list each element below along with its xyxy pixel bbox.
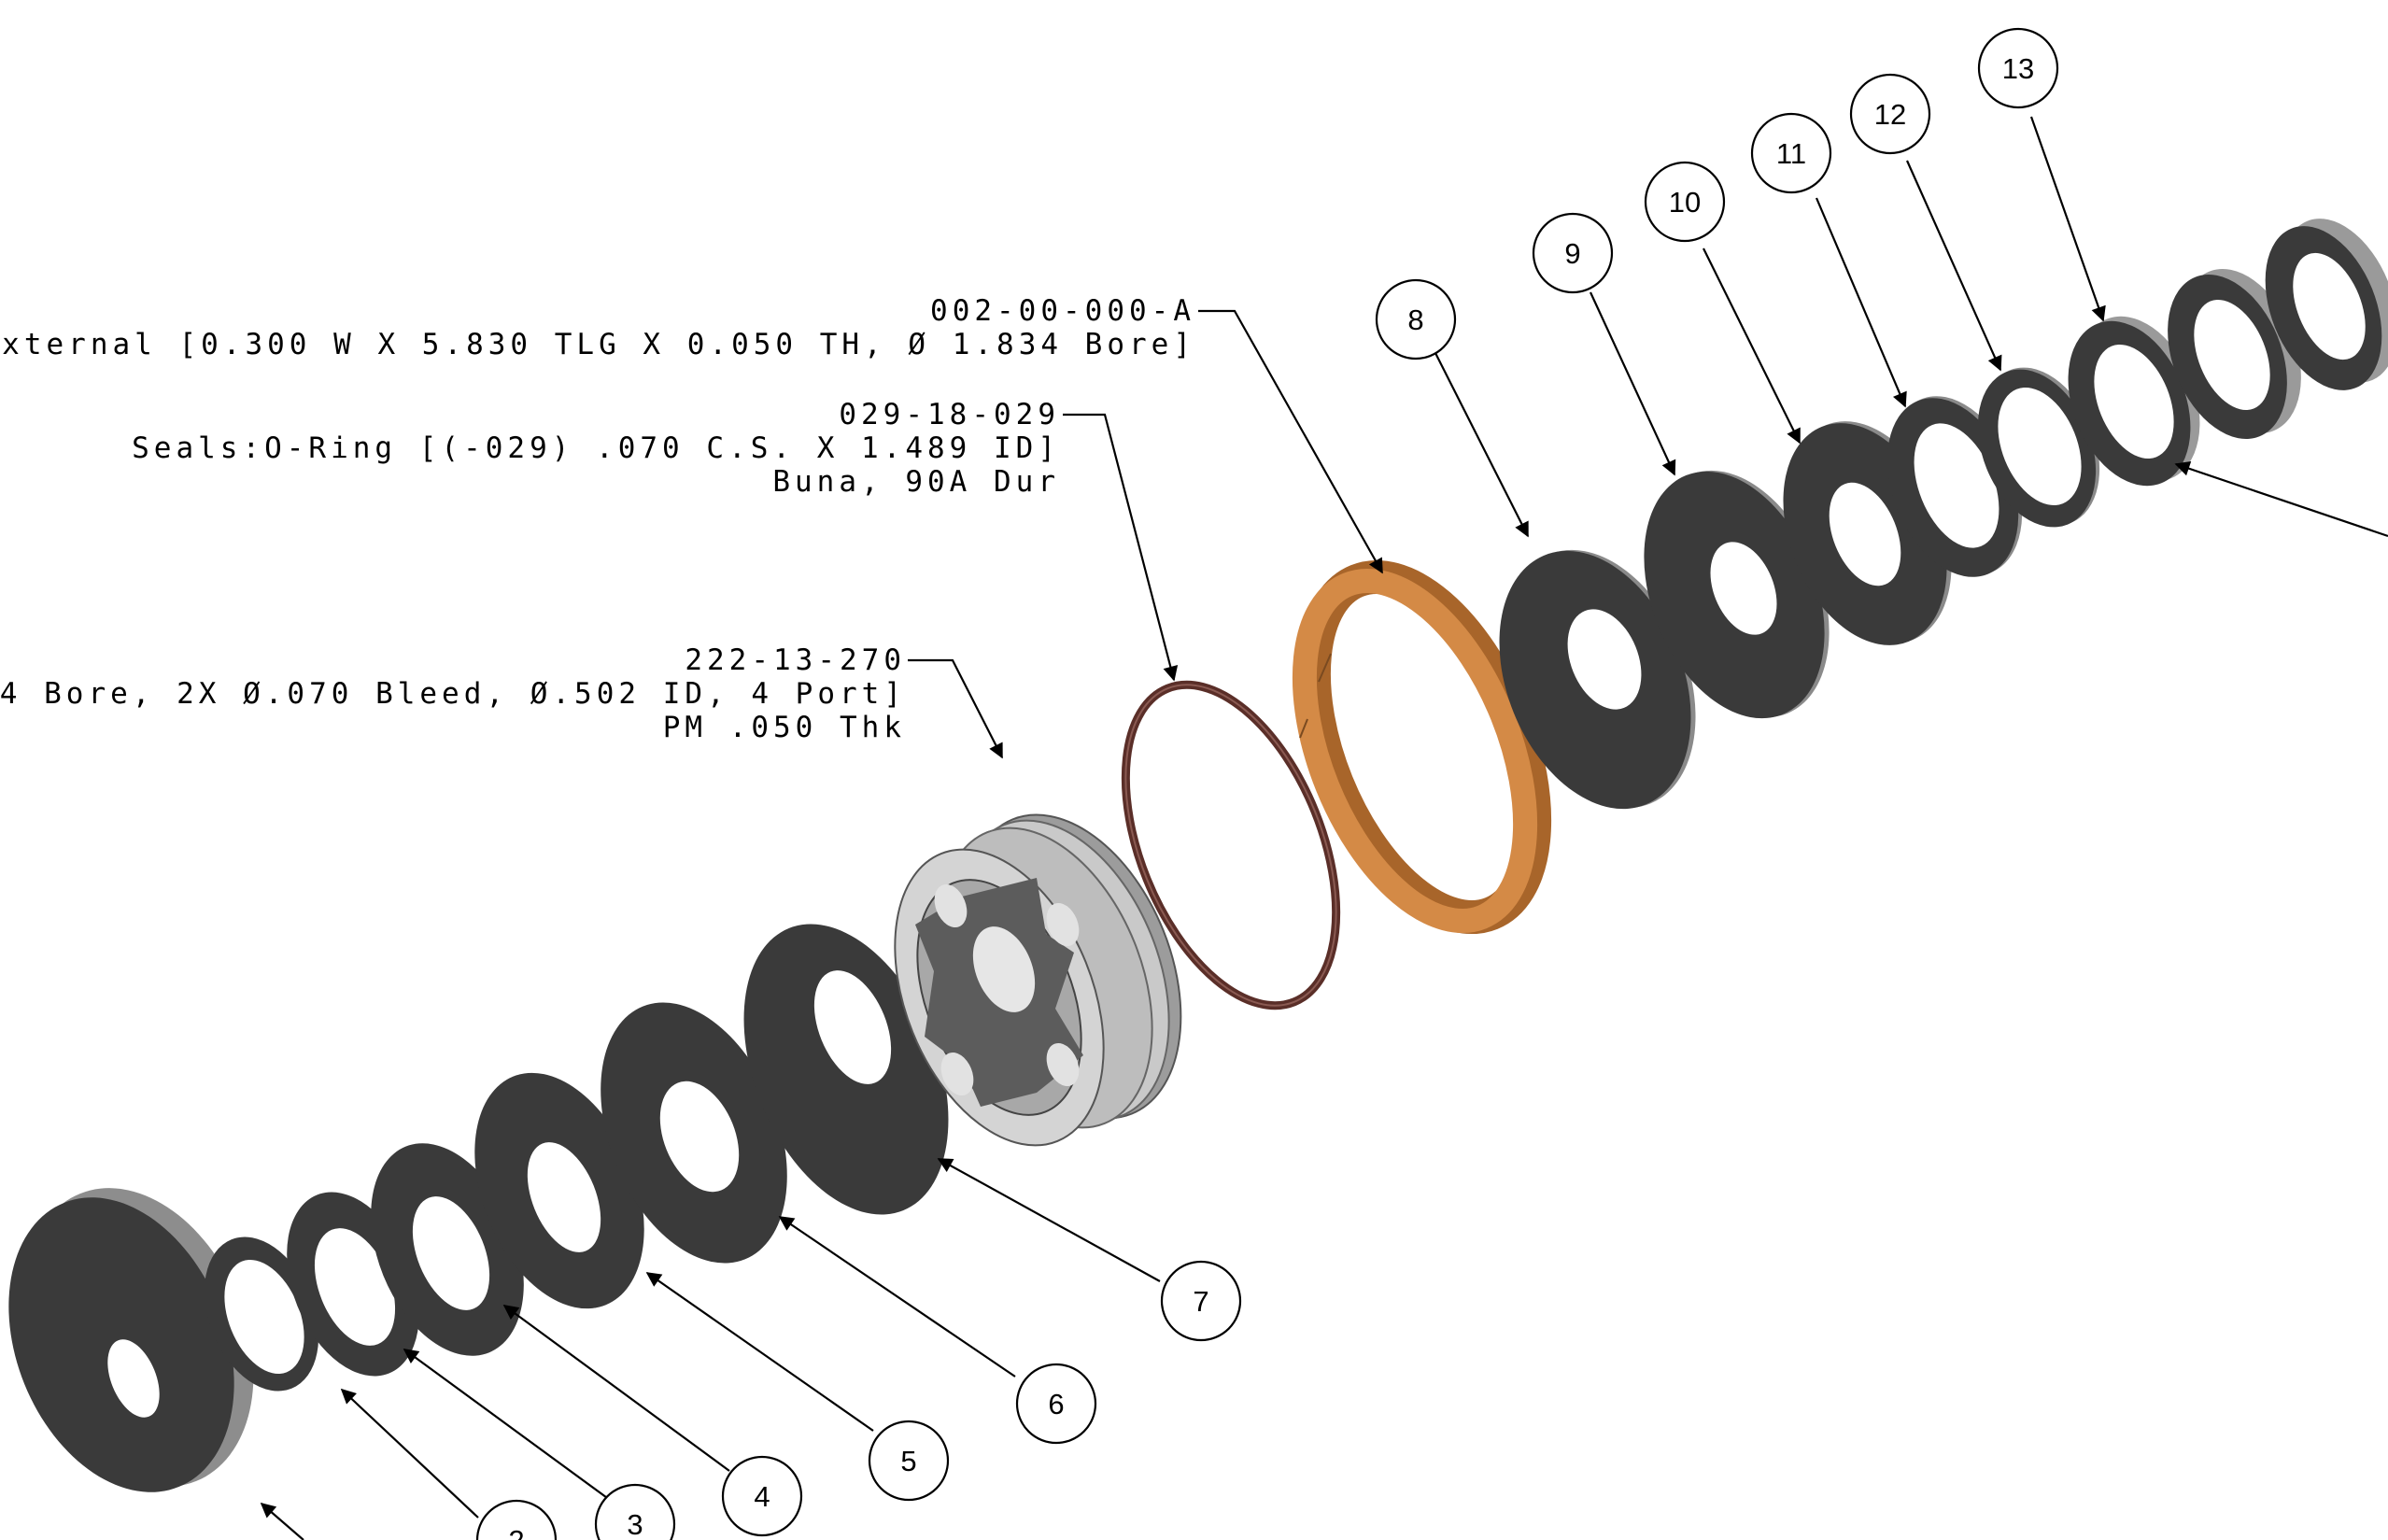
balloon-9-label: 9: [1564, 237, 1580, 270]
balloon-12-label: 12: [1874, 98, 1906, 131]
balloon-3-label: 3: [627, 1508, 643, 1540]
balloon-4-label: 4: [754, 1480, 770, 1513]
balloon-leaders: [260, 116, 2388, 1540]
leader-seal-note: [1063, 413, 1179, 682]
part-piston: [894, 813, 1182, 1147]
part-shim-5: [474, 1072, 644, 1309]
balloon-6-label: 6: [1048, 1388, 1064, 1420]
piston-description: [Ø 1.834 Bore, 2X Ø.070 Bleed, Ø.502 ID,…: [0, 677, 906, 711]
seal-note: 029-18-029 Seals:O-Ring [(-029) .070 C.S…: [132, 398, 1060, 499]
balloon-2-label: 2: [508, 1524, 524, 1540]
piston-part-number: 222-13-270: [685, 643, 906, 677]
part-thick-shim-right-b: [2265, 219, 2388, 390]
balloon-13: 13: [1977, 27, 2059, 109]
bearing-note: 002-00-000-A Bearing: External [0.300 W …: [0, 294, 1195, 361]
balloon-7: 7: [1160, 1260, 1242, 1342]
part-shim-12: [1977, 367, 2100, 528]
balloon-13-label: 13: [2002, 52, 2034, 85]
balloon-2: 2: [475, 1499, 558, 1540]
bearing-part-number: 002-00-000-A: [930, 294, 1195, 328]
piston-note: 222-13-270 [Ø 1.834 Bore, 2X Ø.070 Bleed…: [0, 643, 906, 744]
part-shim-8: [1499, 549, 1696, 810]
balloon-10-label: 10: [1669, 186, 1701, 219]
balloon-11: 11: [1750, 112, 1832, 194]
seal-material: Buna, 90A Dur: [772, 465, 1060, 499]
balloon-6: 6: [1015, 1363, 1097, 1445]
balloon-7-label: 7: [1193, 1285, 1208, 1318]
leader-piston-note: [908, 658, 1003, 759]
bearing-description: Bearing: External [0.300 W X 5.830 TLG X…: [0, 328, 1195, 361]
balloon-4: 4: [721, 1455, 803, 1537]
seal-description: Seals:O-Ring [(-029) .070 C.S. X 1.489 I…: [132, 431, 1060, 465]
part-shim-9: [1644, 470, 1830, 719]
balloon-8: 8: [1375, 278, 1457, 360]
balloon-3: 3: [594, 1483, 676, 1540]
balloon-10: 10: [1644, 161, 1726, 243]
part-shim-7: [743, 924, 949, 1215]
piston-thickness: PM .050 Thk: [663, 711, 906, 744]
part-bearing-band: [1292, 560, 1552, 934]
balloon-5-label: 5: [900, 1445, 916, 1477]
part-shim-6: [601, 1002, 787, 1264]
balloon-11-label: 11: [1776, 137, 1806, 170]
part-shim-13: [2068, 316, 2200, 487]
balloon-5: 5: [868, 1420, 950, 1502]
part-thick-shim-left: [8, 1188, 254, 1492]
balloon-9: 9: [1532, 212, 1614, 294]
balloon-8-label: 8: [1407, 304, 1423, 336]
seal-part-number: 029-18-029: [839, 398, 1060, 431]
leader-bearing-note: [1198, 309, 1383, 574]
balloon-12: 12: [1849, 73, 1931, 155]
part-o-ring: [1121, 680, 1341, 1010]
